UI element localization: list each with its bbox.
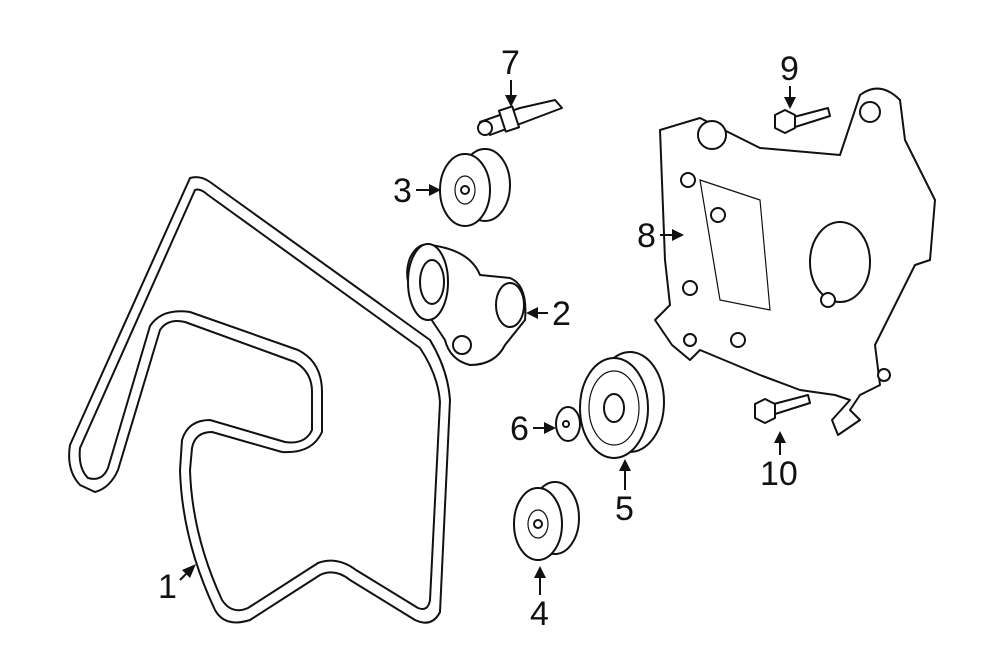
drive-belt: [68, 176, 451, 624]
tensioner-stud: [477, 99, 563, 136]
callout-label: 1: [158, 568, 177, 606]
callout-3: 3: [393, 172, 441, 210]
callout-2: 2: [526, 295, 571, 333]
callout-label: 3: [393, 172, 412, 210]
callout-8: 8: [637, 217, 684, 255]
callout-6: 6: [510, 410, 556, 448]
callout-5: 5: [615, 459, 634, 528]
idler-pulley-lower: [513, 481, 580, 561]
callout-label: 2: [552, 295, 571, 333]
idler-pulley-ribbed: [579, 351, 665, 459]
callout-1: 1: [158, 564, 196, 606]
pulley-dust-cap: [555, 406, 581, 442]
callout-label: 6: [510, 410, 529, 448]
bracket-bolt-upper: [774, 107, 831, 134]
idler-pulley-upper: [439, 148, 511, 227]
callout-10: 10: [760, 431, 798, 493]
callout-4: 4: [530, 566, 549, 633]
belt-tensioner: [406, 243, 527, 366]
callout-7: 7: [501, 44, 520, 107]
bracket-bolt-lower: [754, 394, 811, 424]
callout-label: 4: [530, 595, 549, 633]
callout-label: 8: [637, 217, 656, 255]
accessory-bracket: [654, 87, 936, 436]
callout-label: 7: [501, 44, 520, 82]
callout-label: 5: [615, 490, 634, 528]
callout-label: 10: [760, 455, 798, 493]
callout-9: 9: [780, 50, 799, 109]
callout-label: 9: [780, 50, 799, 88]
